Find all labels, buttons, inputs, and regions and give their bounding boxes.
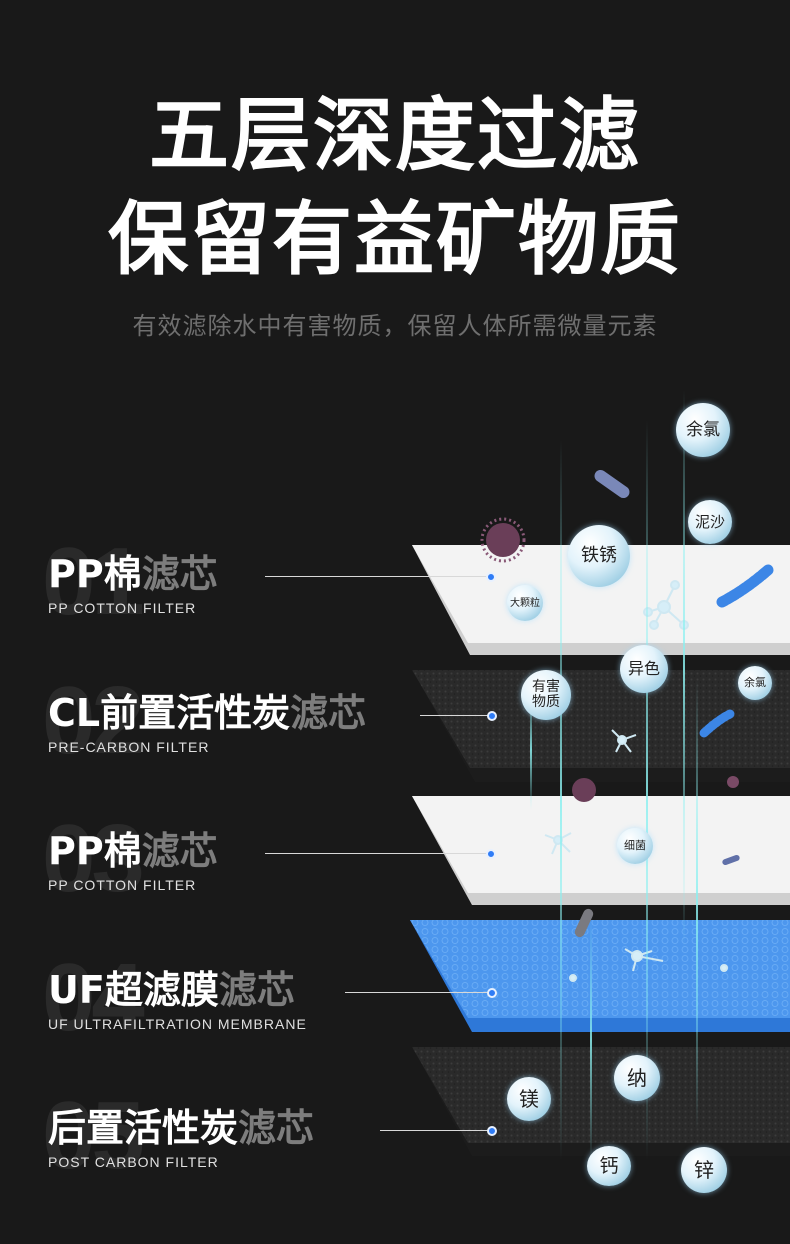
- layer-4-dot: [487, 988, 497, 998]
- subtitle: 有效滤除水中有害物质，保留人体所需微量元素: [132, 312, 658, 340]
- residual-chlorine-bubble: 余氯: [676, 403, 730, 457]
- layer-3-connector: [265, 853, 487, 854]
- layer-4-label: 04 UF超滤膜滤芯 UF ULTRAFILTRATION MEMBRANE: [42, 944, 307, 1051]
- layer-number: 03: [42, 805, 145, 912]
- layer-name-suffix: 滤芯: [238, 1106, 315, 1150]
- layer-2-pre-carbon: [412, 670, 790, 782]
- layer-name-suffix: 滤芯: [141, 829, 218, 873]
- layer-5-connector: [380, 1130, 488, 1131]
- layer-name-main: CL前置活性炭: [48, 691, 291, 735]
- calcium-bubble: 钙: [587, 1146, 631, 1186]
- residual-chlorine-bubble-small: 余氯: [738, 666, 772, 700]
- layer-number: 02: [42, 667, 145, 774]
- layer-english-name: PP COTTON FILTER: [48, 600, 197, 616]
- layer-name: UF超滤膜滤芯: [48, 959, 307, 1014]
- headline-line-2: 保留有益矿物质: [108, 193, 682, 286]
- bacteria-spiral-icon: [699, 564, 774, 738]
- light-beam: [530, 690, 532, 810]
- light-beam: [696, 680, 698, 1130]
- layer-1-pp-cotton: [412, 545, 790, 655]
- large-particle-bubble: 大颗粒: [507, 585, 543, 621]
- layer-english-name: UF ULTRAFILTRATION MEMBRANE: [48, 1016, 307, 1032]
- bacteria-bubble: 细菌: [617, 828, 653, 864]
- layer-5-label: 05 后置活性炭滤芯 POST CARBON FILTER: [42, 1082, 314, 1189]
- layer-1-label: 01 PP棉滤芯 PP COTTON FILTER: [42, 528, 218, 635]
- magnesium-bubble: 镁: [507, 1077, 551, 1121]
- layer-3-label: 03 PP棉滤芯 PP COTTON FILTER: [42, 805, 218, 912]
- layer-2-label: 02 CL前置活性炭滤芯 PRE-CARBON FILTER: [42, 667, 366, 774]
- virus-particle-icon: [572, 776, 739, 802]
- light-beam: [646, 420, 648, 1160]
- layer-1-dot: [486, 572, 496, 582]
- light-beam: [683, 390, 685, 950]
- layer-name-main: 后置活性炭: [48, 1106, 239, 1150]
- sodium-bubble: 纳: [614, 1055, 660, 1101]
- layer-name-main: PP棉: [48, 829, 142, 873]
- layer-2-dot: [487, 711, 497, 721]
- bacteria-rod-icon: [574, 469, 740, 938]
- layer-4-uf-membrane: [410, 920, 790, 1032]
- molecule-icon: [544, 580, 728, 982]
- layer-name-main: PP棉: [48, 552, 142, 596]
- rust-bubble: 铁锈: [568, 525, 630, 587]
- layer-5-post-carbon: [412, 1047, 790, 1156]
- headline-line-1: 五层深度过滤: [149, 89, 641, 182]
- light-beam: [590, 920, 592, 1160]
- layer-english-name: PRE-CARBON FILTER: [48, 739, 210, 755]
- layer-name-suffix: 滤芯: [141, 552, 218, 596]
- layer-name-main: UF超滤膜: [48, 968, 219, 1012]
- layer-name: PP棉滤芯: [48, 820, 218, 875]
- light-beam: [560, 440, 562, 1160]
- silt-bubble: 泥沙: [688, 500, 732, 544]
- virus-particle-icon: [480, 517, 526, 563]
- layer-number: 04: [42, 944, 145, 1051]
- layer-1-connector: [265, 576, 487, 577]
- layer-name-suffix: 滤芯: [218, 968, 295, 1012]
- layer-2-connector: [420, 715, 488, 716]
- harmful-substance-bubble: 有害物质: [521, 670, 571, 720]
- layer-number: 05: [42, 1082, 145, 1189]
- layer-number: 01: [42, 528, 145, 635]
- layer-3-dot: [486, 849, 496, 859]
- layer-english-name: PP COTTON FILTER: [48, 877, 197, 893]
- layer-name: 后置活性炭滤芯: [48, 1097, 314, 1152]
- layer-name-suffix: 滤芯: [290, 691, 367, 735]
- zinc-bubble: 锌: [681, 1147, 727, 1193]
- layer-4-connector: [345, 992, 488, 993]
- odd-color-bubble: 异色: [620, 645, 668, 693]
- layer-english-name: POST CARBON FILTER: [48, 1154, 219, 1170]
- layer-5-dot: [487, 1126, 497, 1136]
- layer-3-pp-cotton: [412, 796, 790, 905]
- layer-name: PP棉滤芯: [48, 543, 218, 598]
- layer-name: CL前置活性炭滤芯: [48, 682, 366, 737]
